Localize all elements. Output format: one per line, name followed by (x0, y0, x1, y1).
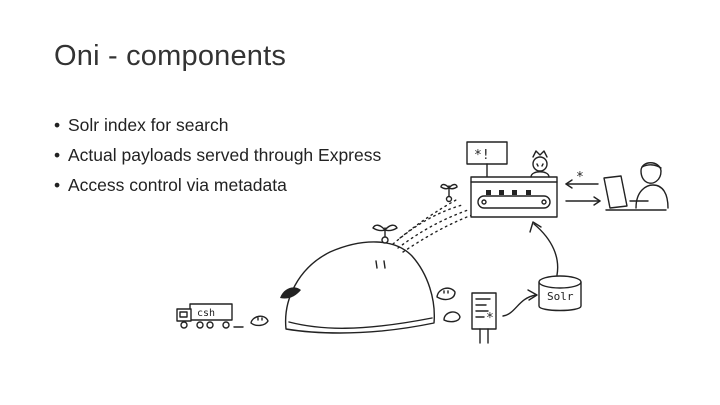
bullet-item: • Solr index for search (54, 110, 381, 140)
document-icon: * (471, 292, 497, 344)
bullet-item: • Access control via metadata (54, 170, 381, 200)
truck-label: csh (197, 308, 215, 319)
blob-icon (250, 287, 461, 327)
mound-icon (284, 241, 435, 334)
bullet-dot-icon: • (54, 115, 61, 135)
bullet-list: • Solr index for search • Actual payloads … (54, 110, 381, 200)
bullet-text: Actual payloads served through Express (68, 145, 382, 165)
bullet-text: Solr index for search (68, 115, 229, 135)
slide-title: Oni - components (54, 40, 287, 72)
truck-icon: csh (176, 303, 244, 329)
bullet-text: Access control via metadata (68, 175, 287, 195)
express-server-icon: *! (466, 141, 558, 218)
sprout-icon (372, 224, 398, 244)
request-arrows: * (565, 170, 601, 206)
sprout-icon (440, 183, 458, 203)
bullet-dot-icon: • (54, 145, 61, 165)
bullet-dot-icon: • (54, 175, 61, 195)
bullet-item: • Actual payloads served through Express (54, 140, 381, 170)
sign-label: *! (474, 148, 490, 163)
data-stream (392, 199, 473, 253)
worker-icon (530, 150, 550, 178)
arrow-label: * (576, 170, 584, 185)
doc-to-solr-arrow (502, 294, 537, 317)
arrowhead-icon (527, 289, 538, 301)
database-label: Solr (547, 290, 574, 303)
solr-database-icon: Solr (538, 275, 582, 312)
user-laptop-icon (603, 162, 669, 211)
document-mark: * (486, 311, 494, 326)
solr-to-server-arrow (533, 223, 559, 276)
arrowhead-icon (529, 221, 542, 233)
